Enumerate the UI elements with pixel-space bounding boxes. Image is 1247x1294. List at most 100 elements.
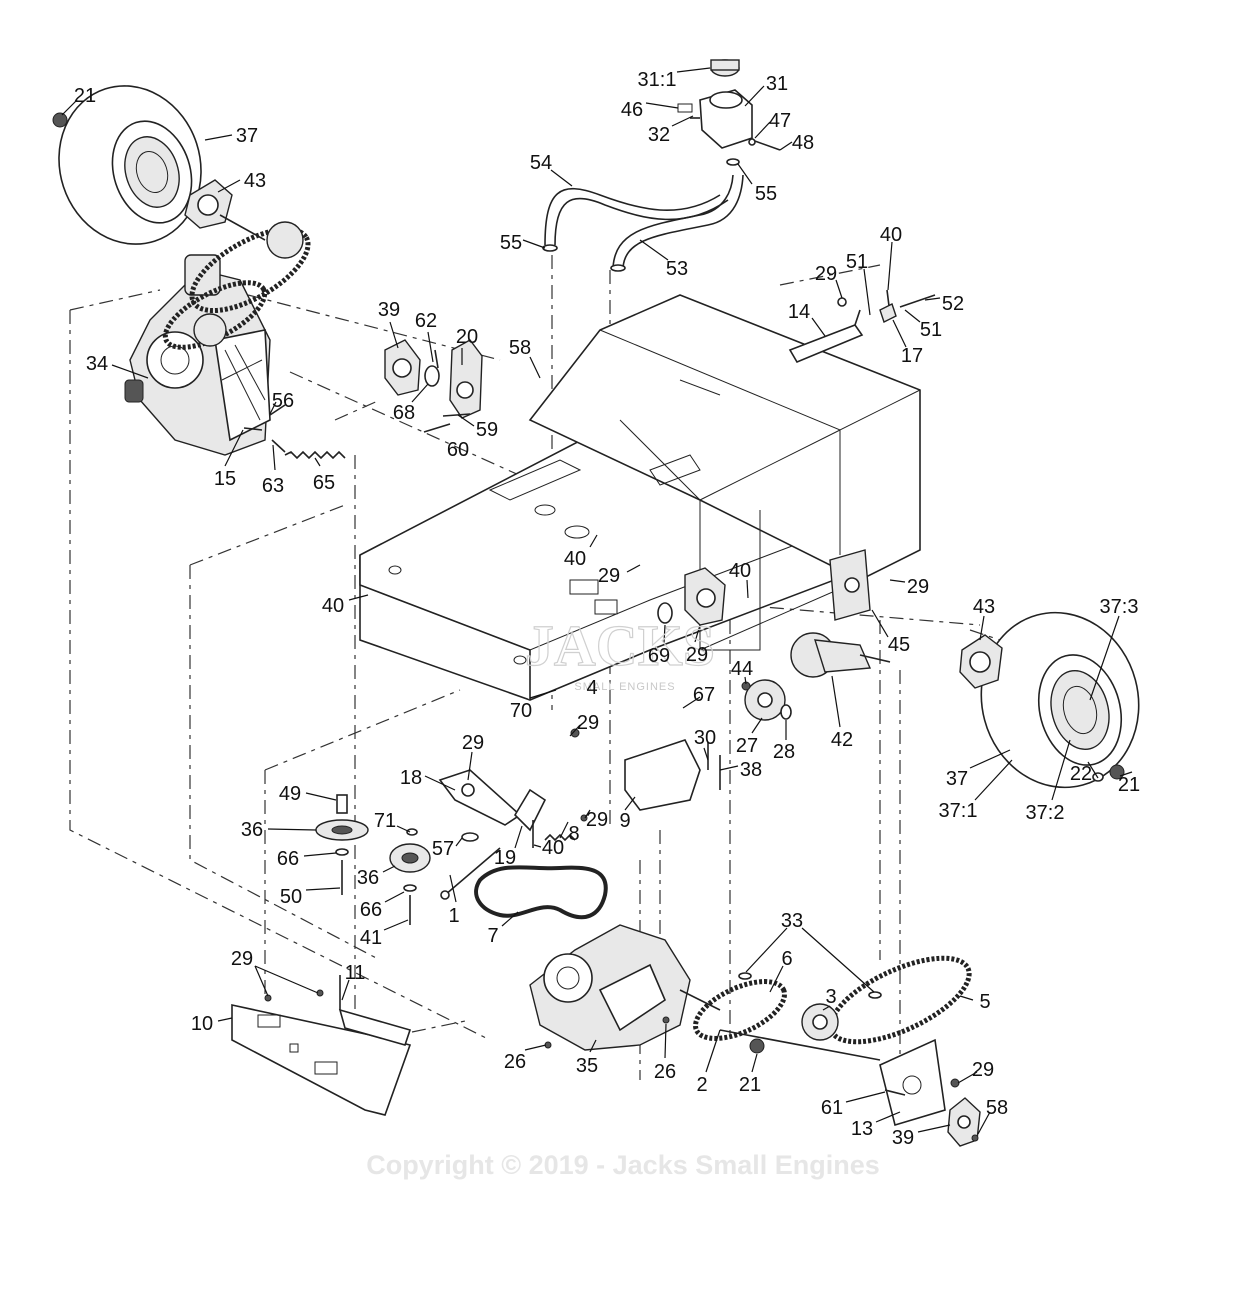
part-label-29: 29: [972, 1059, 994, 1081]
part-label-48: 48: [792, 132, 814, 154]
part-label-33: 33: [781, 910, 803, 932]
part-label-29: 29: [907, 576, 929, 598]
part-label-1: 1: [448, 905, 459, 927]
part-label-30: 30: [694, 727, 716, 749]
part-label-29: 29: [462, 732, 484, 754]
wheel-hub-right: [959, 634, 1003, 689]
main-frame: [359, 294, 921, 701]
part-label-17: 17: [901, 345, 923, 367]
part-label-42: 42: [831, 729, 853, 751]
part-label-29: 29: [586, 809, 608, 831]
part-label-29: 29: [686, 644, 708, 666]
part-label-36: 36: [357, 867, 379, 889]
part-label-45: 45: [888, 634, 910, 656]
part-label-43: 43: [973, 596, 995, 618]
part-label-27: 27: [736, 735, 758, 757]
transmission-bracket: [570, 728, 721, 822]
part-label-55: 55: [755, 183, 777, 205]
part-label-26: 26: [654, 1061, 676, 1083]
part-label-57: 57: [432, 838, 454, 860]
part-label-40: 40: [564, 548, 586, 570]
idler-pulleys: [315, 794, 431, 925]
hydraulic-reservoir: [542, 59, 781, 272]
part-label-20: 20: [456, 326, 478, 348]
part-label-58: 58: [509, 337, 531, 359]
part-label-37-2: 37:2: [1026, 802, 1065, 824]
part-label-29: 29: [231, 948, 253, 970]
part-label-60: 60: [447, 439, 469, 461]
part-label-41: 41: [360, 927, 382, 949]
jacks-watermark: JACKS SMALL ENGINES: [524, 612, 715, 693]
part-label-68: 68: [393, 402, 415, 424]
part-label-37: 37: [236, 125, 258, 147]
part-label-47: 47: [769, 110, 791, 132]
part-label-8: 8: [568, 823, 579, 845]
part-label-29: 29: [577, 712, 599, 734]
part-label-39: 39: [378, 299, 400, 321]
part-label-56: 56: [272, 390, 294, 412]
part-label-22: 22: [1070, 763, 1092, 785]
part-label-50: 50: [280, 886, 302, 908]
part-label-32: 32: [648, 124, 670, 146]
part-label-40: 40: [729, 560, 751, 582]
part-label-40: 40: [322, 595, 344, 617]
part-label-69: 69: [648, 645, 670, 667]
part-label-59: 59: [476, 419, 498, 441]
part-label-21: 21: [1118, 774, 1140, 796]
part-label-9: 9: [619, 810, 630, 832]
part-label-26: 26: [504, 1051, 526, 1073]
part-label-40: 40: [880, 224, 902, 246]
part-label-7: 7: [487, 925, 498, 947]
part-label-53: 53: [666, 258, 688, 280]
drive-chains: [693, 955, 972, 1061]
part-label-15: 15: [214, 468, 236, 490]
part-label-61: 61: [821, 1097, 843, 1119]
part-label-51: 51: [920, 319, 942, 341]
right-transaxle: [529, 924, 721, 1051]
part-label-3: 3: [825, 986, 836, 1008]
part-label-36: 36: [241, 819, 263, 841]
part-label-52: 52: [942, 293, 964, 315]
part-label-70: 70: [510, 700, 532, 722]
part-label-62: 62: [415, 310, 437, 332]
part-label-65: 65: [313, 472, 335, 494]
drive-belt: [474, 865, 608, 920]
left-transaxle-assembly: [124, 221, 311, 456]
part-label-37: 37: [946, 768, 968, 790]
part-label-14: 14: [788, 301, 810, 323]
part-label-21: 21: [74, 85, 96, 107]
part-label-37-1: 37:1: [939, 800, 978, 822]
part-label-35: 35: [576, 1055, 598, 1077]
bearing-plate-bottom: [879, 1038, 981, 1147]
part-label-29: 29: [815, 263, 837, 285]
part-label-46: 46: [621, 99, 643, 121]
part-label-29: 29: [598, 565, 620, 587]
part-label-18: 18: [400, 767, 422, 789]
part-label-34: 34: [86, 353, 108, 375]
part-label-10: 10: [191, 1013, 213, 1035]
part-label-43: 43: [244, 170, 266, 192]
idler-arm-assembly: [406, 769, 576, 900]
part-label-55: 55: [500, 232, 522, 254]
frame-bracket-top: [788, 289, 936, 364]
rear-left-wheel: [52, 85, 202, 245]
part-label-5: 5: [979, 991, 990, 1013]
part-label-39: 39: [892, 1127, 914, 1149]
part-label-67: 67: [693, 684, 715, 706]
part-label-4: 4: [586, 677, 597, 699]
part-label-2: 2: [696, 1074, 707, 1096]
bearing-cluster-left: [243, 339, 483, 460]
wheel-hub-top: [184, 179, 266, 241]
part-label-28: 28: [773, 741, 795, 763]
part-label-6: 6: [781, 948, 792, 970]
copyright-notice: Copyright © 2019 - Jacks Small Engines: [366, 1150, 880, 1180]
part-label-37-3: 37:3: [1100, 596, 1139, 618]
part-label-11: 11: [345, 962, 366, 984]
part-label-49: 49: [279, 783, 301, 805]
watermark-brand: JACKS: [525, 613, 715, 678]
part-label-71: 71: [374, 810, 396, 832]
part-label-54: 54: [530, 152, 552, 174]
front-right-wheel: [980, 611, 1140, 789]
part-label-21: 21: [739, 1074, 761, 1096]
